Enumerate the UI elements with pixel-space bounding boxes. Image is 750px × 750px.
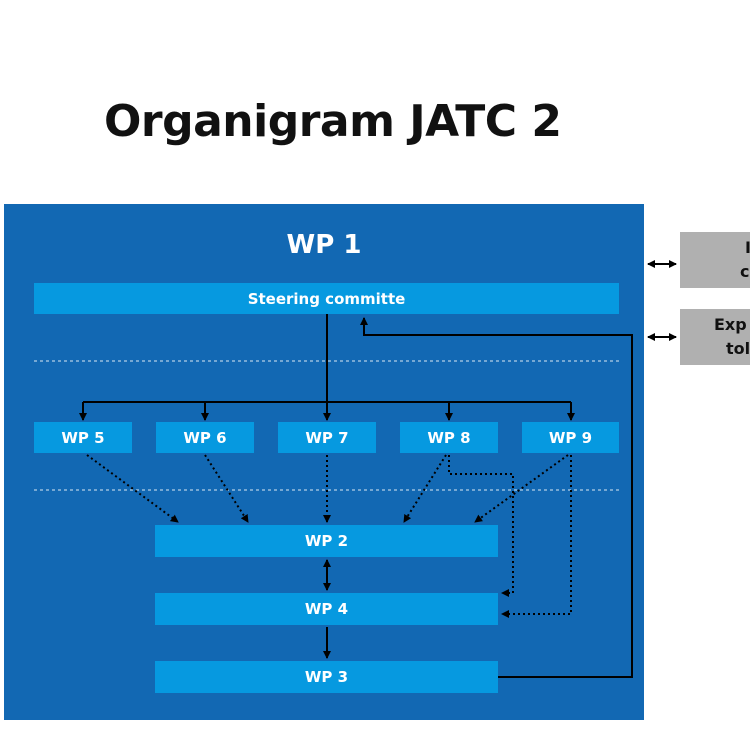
dotted-wp9-wp2 (474, 454, 569, 523)
wp8-box: WP 8 (400, 422, 498, 453)
wp8-label: WP 8 (427, 428, 471, 447)
wp4-label: WP 4 (304, 600, 349, 618)
side-box-1-line2: c (740, 262, 750, 281)
side-box-1-line1: I (745, 238, 750, 257)
wp7-label: WP 7 (305, 428, 349, 447)
wp2-box: WP 2 (155, 525, 498, 557)
wp7-box: WP 7 (278, 422, 376, 453)
wp5-box: WP 5 (34, 422, 132, 453)
side-box-2-line1: Exp (714, 315, 747, 334)
side-box-2: Exp tol (680, 309, 750, 365)
dotted-wp8-wp4 (448, 455, 514, 597)
dotted-wp6-wp2 (204, 454, 249, 523)
dotted-wp5-wp2 (86, 454, 179, 523)
wp2-label: WP 2 (304, 532, 349, 550)
wp1-label: WP 1 (286, 230, 362, 260)
steering-committee-label: Steering committe (247, 289, 406, 308)
wp3-label: WP 3 (304, 668, 349, 686)
steering-committee-box: Steering committe (34, 283, 619, 314)
feedback-wp3-steering (360, 317, 633, 678)
page-title: Organigram JATC 2 (104, 96, 562, 147)
wp5-label: WP 5 (61, 428, 105, 447)
side-box-1: I c (680, 232, 750, 288)
dotted-wp8-wp2 (403, 454, 447, 523)
wp9-box: WP 9 (522, 422, 619, 453)
wp9-label: WP 9 (548, 428, 593, 447)
wp3-box: WP 3 (155, 661, 498, 693)
side-box-2-line2: tol (726, 339, 750, 358)
wp6-label: WP 6 (183, 428, 227, 447)
dotted-wp9-wp4 (501, 455, 572, 618)
wp6-box: WP 6 (156, 422, 254, 453)
wp4-box: WP 4 (155, 593, 498, 625)
